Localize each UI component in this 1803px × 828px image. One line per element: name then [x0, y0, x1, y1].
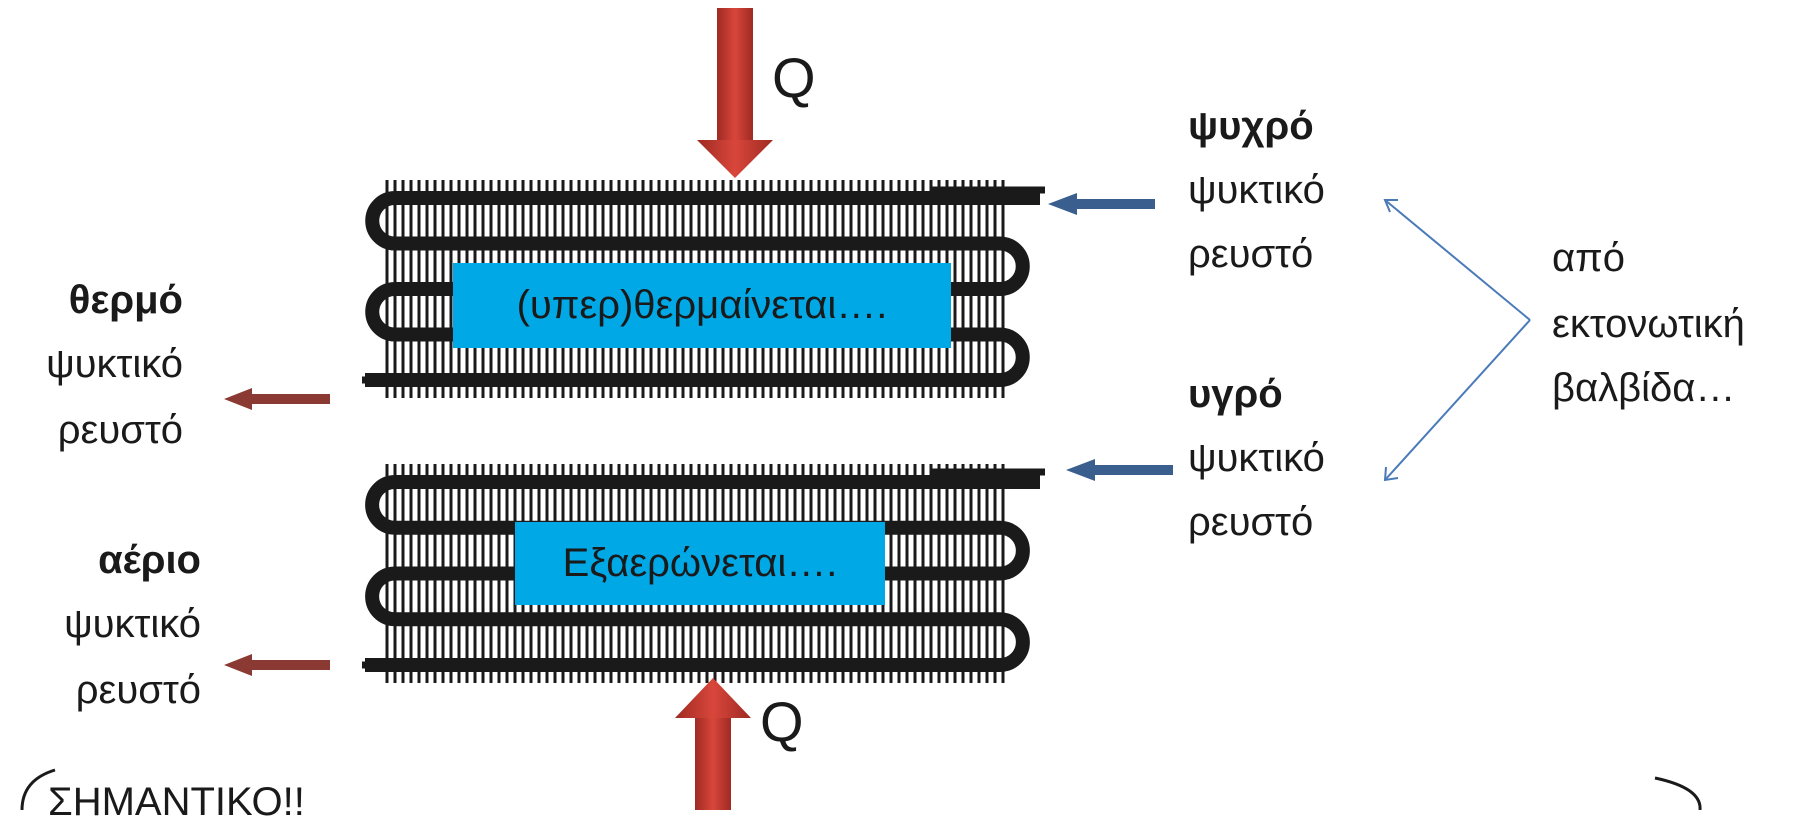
bottom-coil-label: Εξαερώνεται….	[515, 522, 885, 605]
valve-note-line1: από	[1552, 236, 1625, 280]
heat-label-top: Q	[772, 46, 816, 109]
heat-label-bottom: Q	[760, 690, 804, 753]
bracket-left	[20, 768, 56, 810]
right-top-bold: ψυχρό	[1188, 104, 1314, 148]
diagram-graphics	[20, 8, 1702, 810]
heat-arrow-bottom	[675, 678, 751, 810]
top-coil-label: (υπερ)θερμαίνεται….	[453, 263, 951, 348]
left-top-line3: ρευστό	[57, 408, 183, 452]
heat-arrow-top	[697, 8, 773, 178]
right-top-line3: ρευστό	[1188, 232, 1314, 276]
bottom-note: ΣΗΜΑΝΤΙΚΟ!!	[48, 780, 305, 824]
left-top-line2: ψυκτικό	[46, 342, 183, 386]
right-bottom-line3: ρευστό	[1188, 500, 1314, 544]
valve-note-line2: εκτονωτική	[1552, 302, 1745, 346]
left-top-bold: θερμό	[68, 278, 183, 322]
left-bottom-bold: αέριο	[98, 538, 201, 582]
right-bottom-line2: ψυκτικό	[1188, 436, 1325, 480]
valve-note-line3: βαλβίδα…	[1552, 366, 1736, 410]
valve-pointer-lines	[1383, 199, 1531, 482]
left-bottom-line3: ρευστό	[75, 668, 201, 712]
right-bottom-bold: υγρό	[1188, 372, 1283, 416]
bracket-right	[1654, 776, 1702, 810]
inlet-arrow-bottom	[1066, 459, 1173, 481]
outlet-arrow-bottom	[224, 654, 330, 676]
right-top-line2: ψυκτικό	[1188, 168, 1325, 212]
outlet-arrow-top	[224, 388, 330, 410]
inlet-arrow-top	[1048, 193, 1155, 215]
left-bottom-line2: ψυκτικό	[64, 602, 201, 646]
